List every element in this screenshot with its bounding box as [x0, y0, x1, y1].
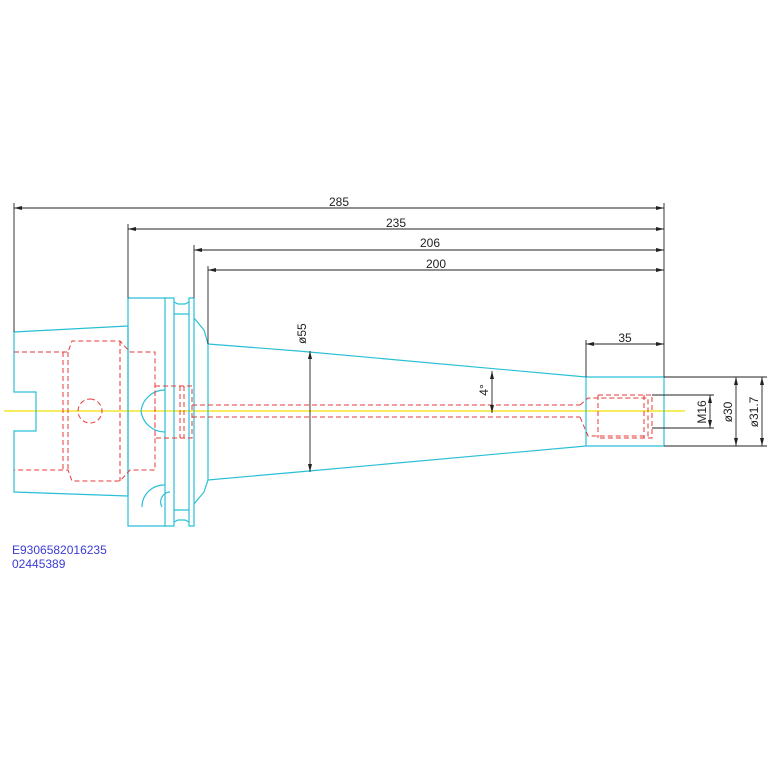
dim-nose-diameter: ø31.7: [747, 396, 761, 427]
part-number: E9306582016235: [12, 543, 107, 557]
dim-flange-length: 235: [386, 216, 406, 230]
dim-overall-length: 285: [329, 195, 349, 209]
dim-nose-length: 35: [618, 331, 632, 345]
dim-taper-angle: 4°: [477, 384, 491, 396]
article-code: 02445389: [12, 557, 66, 571]
dim-taper-length: 200: [426, 257, 446, 271]
holder-outline: [13, 297, 665, 527]
hidden-features: [14, 340, 653, 482]
dimension-arrows: [14, 206, 764, 472]
dim-bore-diameter: ø30: [721, 401, 735, 422]
dim-thread: M16: [695, 400, 709, 424]
dim-collar-length: 206: [420, 236, 440, 250]
dim-taper-diameter: ø55: [295, 323, 309, 344]
dimension-lines: [13, 203, 767, 472]
